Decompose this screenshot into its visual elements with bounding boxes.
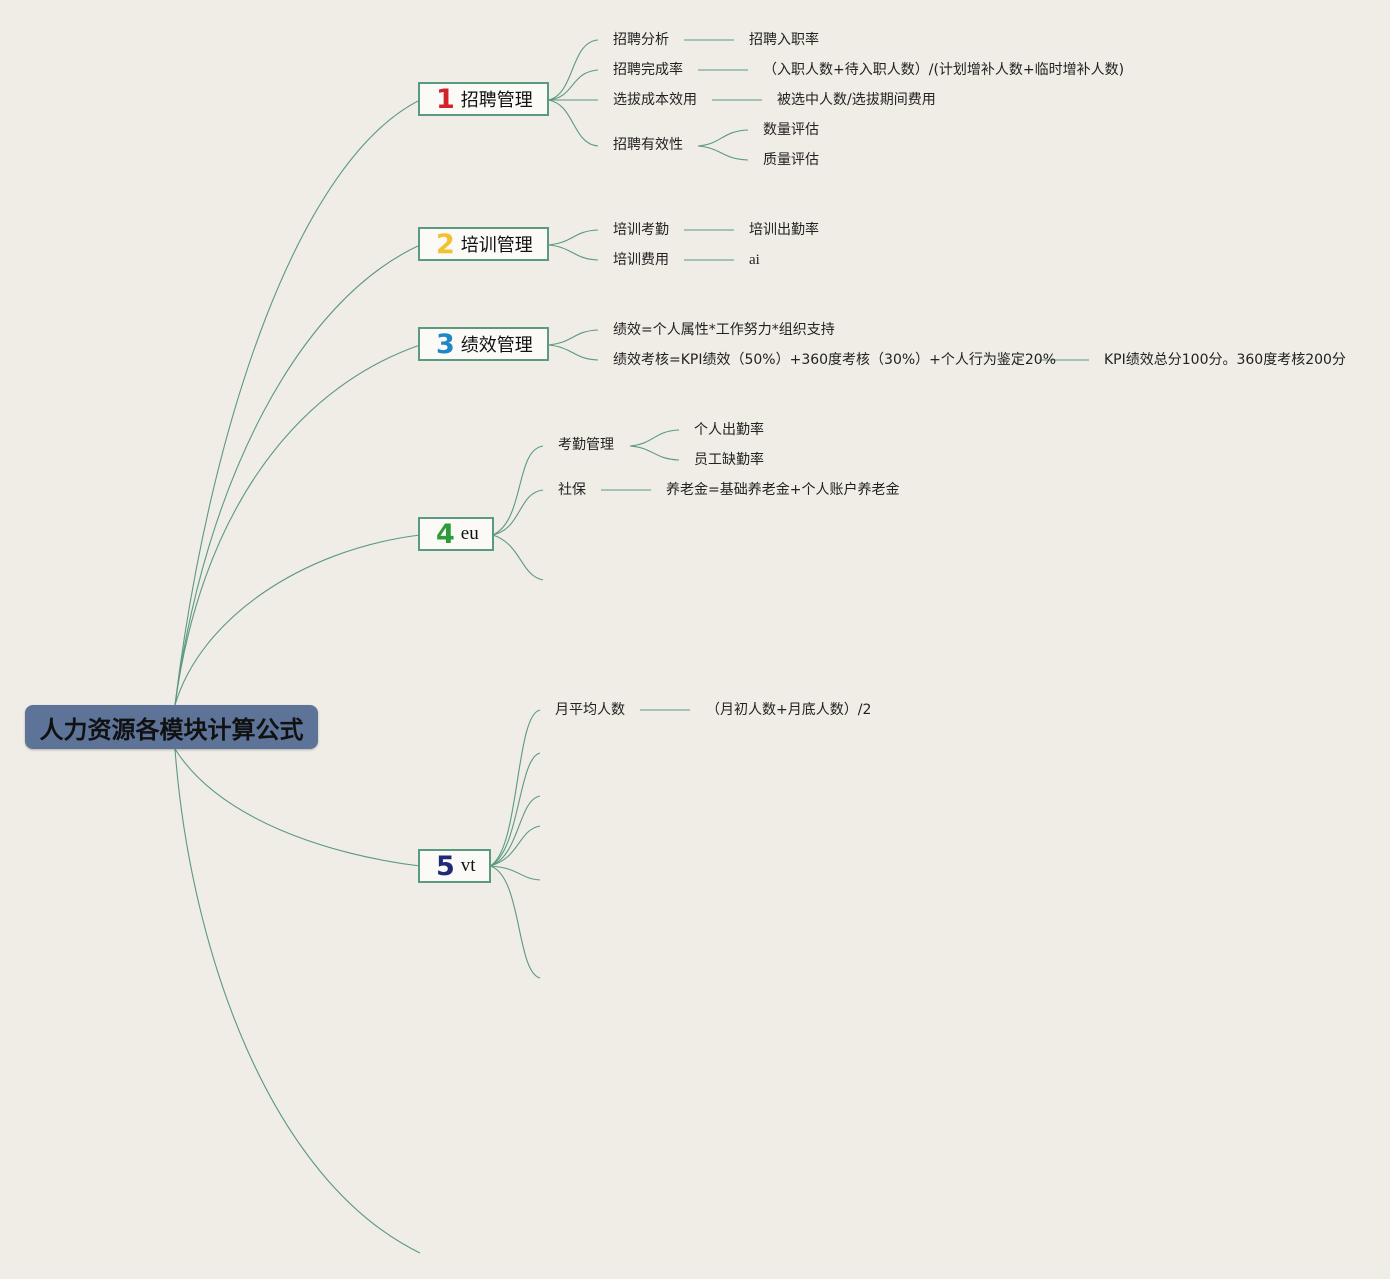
topic-personal-attendance[interactable]: 个人出勤率 [694,422,764,438]
topic-pension-formula[interactable]: 养老金=基础养老金+个人账户养老金 [666,482,900,498]
priority-4-icon: 4 [436,518,455,550]
topic-training-attendance-rate[interactable]: 培训出勤率 [749,222,819,238]
branch-vt[interactable]: 5 vt [418,849,491,883]
topic-attendance-management[interactable]: 考勤管理 [558,437,614,453]
topic-recruitment-analysis[interactable]: 招聘分析 [613,32,669,48]
topic-training-attendance[interactable]: 培训考勤 [613,222,669,238]
priority-1-icon: 1 [436,83,455,115]
priority-5-icon: 5 [436,850,455,882]
branch-eu[interactable]: 4 eu [418,517,494,551]
branch-label: 绩效管理 [460,335,533,356]
topic-training-cost[interactable]: 培训费用 [613,252,669,268]
branch-label: vt [460,855,476,876]
topic-recruitment-entry-rate[interactable]: 招聘入职率 [749,32,819,48]
topic-training-cost-detail[interactable]: ai [749,252,760,268]
central-topic[interactable]: 人力资源各模块计算公式 [25,705,318,749]
topic-performance-formula[interactable]: 绩效=个人属性*工作努力*组织支持 [613,322,835,338]
topic-monthly-average-headcount[interactable]: 月平均人数 [555,702,625,718]
priority-2-icon: 2 [436,228,455,260]
topic-headcount-formula[interactable]: （月初人数+月底人数）/2 [706,702,872,718]
topic-performance-appraisal[interactable]: 绩效考核=KPI绩效（50%）+360度考核（30%）+个人行为鉴定20% [613,352,1057,368]
topic-recruitment-effectiveness[interactable]: 招聘有效性 [613,137,683,153]
topic-kpi-score[interactable]: KPI绩效总分100分。360度考核200分 [1104,352,1346,368]
topic-social-security[interactable]: 社保 [558,482,586,498]
topic-absence-rate[interactable]: 员工缺勤率 [694,452,764,468]
topic-quality-eval[interactable]: 质量评估 [763,152,819,168]
central-topic-label: 人力资源各模块计算公式 [39,715,304,744]
branch-recruitment[interactable]: 1 招聘管理 [418,82,549,116]
topic-recruitment-completion[interactable]: 招聘完成率 [613,62,683,78]
branch-performance[interactable]: 3 绩效管理 [418,327,549,361]
branch-training[interactable]: 2 培训管理 [418,227,549,261]
priority-3-icon: 3 [436,328,455,360]
topic-quantity-eval[interactable]: 数量评估 [763,122,819,138]
branch-label: 招聘管理 [460,90,533,111]
topic-completion-formula[interactable]: （入职人数+待入职人数）/(计划增补人数+临时增补人数) [763,62,1125,78]
branch-label: eu [460,523,479,544]
branch-label: 培训管理 [460,235,533,256]
topic-selection-formula[interactable]: 被选中人数/选拔期间费用 [777,92,936,108]
topic-selection-cost[interactable]: 选拔成本效用 [613,92,697,108]
